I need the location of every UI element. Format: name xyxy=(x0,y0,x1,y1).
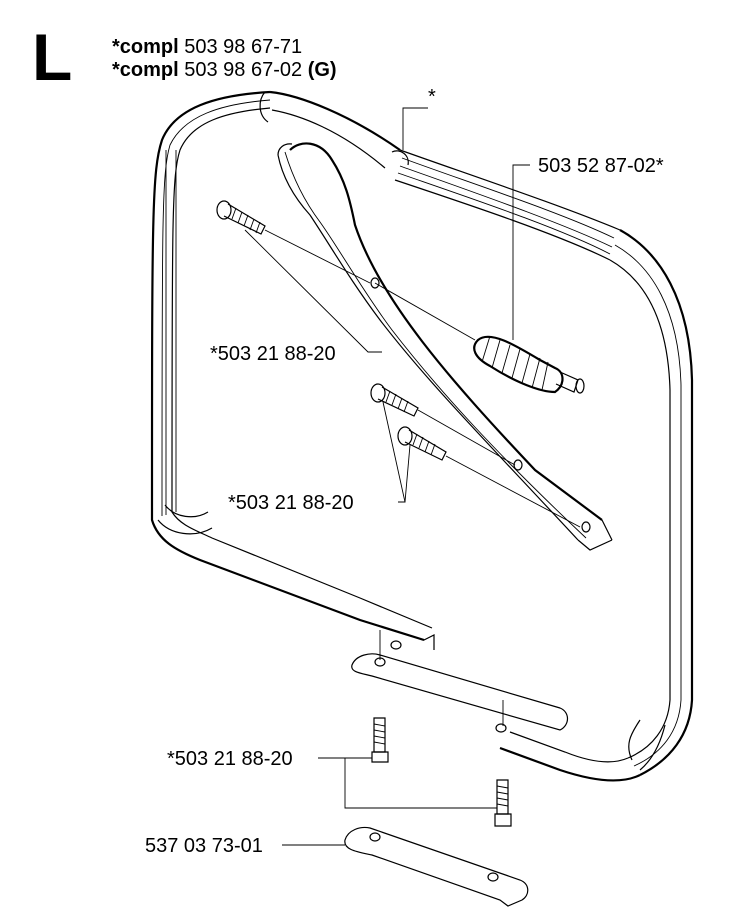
leader-lines xyxy=(244,107,581,846)
assembly-1-prefix: *compl xyxy=(112,36,179,58)
assembly-2-prefix: *compl xyxy=(112,59,179,81)
front-handle xyxy=(150,90,694,782)
assembly-2-number: 503 98 67-02 xyxy=(184,59,302,81)
callout-star: * xyxy=(428,86,436,108)
vibration-damper xyxy=(473,335,585,394)
assembly-line-2: *compl 503 98 67-02 (G) xyxy=(112,59,337,81)
inner-brace xyxy=(277,142,613,551)
callout-vibration-damper: 503 52 87-02* xyxy=(538,155,664,177)
callout-bracket-plate: 537 03 73-01 xyxy=(145,835,263,857)
screw-lower-right xyxy=(494,779,512,827)
bracket-plate xyxy=(344,826,529,907)
lower-bracket xyxy=(351,619,569,733)
assembly-1-number: 503 98 67-71 xyxy=(184,36,302,58)
callout-screw-upper: *503 21 88-20 xyxy=(210,343,336,365)
callout-screw-lower: *503 21 88-20 xyxy=(167,748,293,770)
screw-middle-2 xyxy=(397,426,447,461)
assembly-line-1: *compl 503 98 67-71 xyxy=(112,36,302,58)
screw-middle-1 xyxy=(370,383,419,417)
section-letter: L xyxy=(32,20,72,94)
assembly-2-suffix: (G) xyxy=(308,59,337,81)
screw-lower-left xyxy=(371,717,389,763)
callout-screw-middle: *503 21 88-20 xyxy=(228,492,354,514)
screw-top-left xyxy=(216,200,266,235)
